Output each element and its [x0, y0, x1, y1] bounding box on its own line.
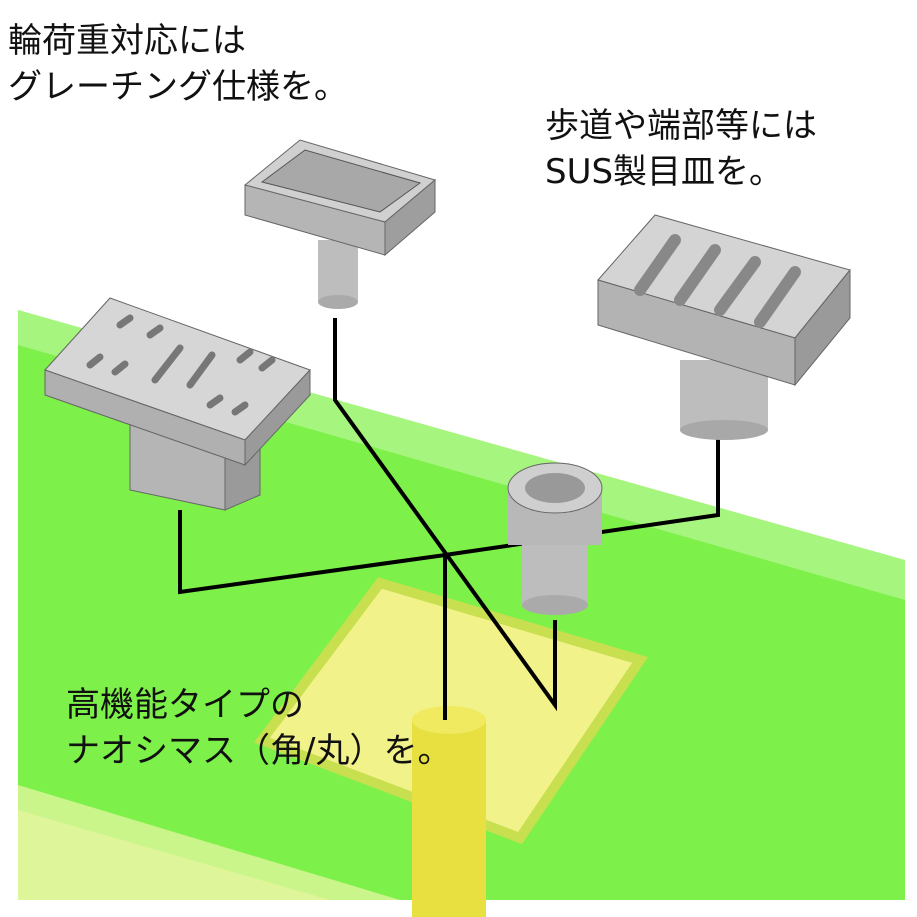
square-naoshimasu-part	[44, 297, 311, 511]
round-naoshimasu-part	[507, 462, 603, 615]
caption-grating-line2: グレーチング仕様を。	[8, 67, 348, 107]
caption-sus-line1: 歩道や端部等には	[545, 106, 817, 146]
caption-grating-line1: 輪荷重対応には	[8, 21, 246, 61]
grating-drain-part	[243, 139, 437, 309]
caption-sus-line2: SUS製目皿を。	[545, 152, 784, 192]
caption-naoshimasu-line2: ナオシマス（角/丸）を。	[66, 731, 452, 771]
sus-plate-part	[597, 214, 851, 440]
drain-pipe	[412, 720, 486, 917]
slab-bottom-band-2	[18, 810, 330, 900]
drain-pipe-top	[412, 706, 486, 734]
caption-naoshimasu-line1: 高機能タイプの	[66, 685, 304, 725]
caption-naoshimasu: 高機能タイプの ナオシマス（角/丸）を。	[66, 682, 451, 774]
leader-line-square	[178, 510, 447, 720]
caption-sus: 歩道や端部等には SUS製目皿を。	[545, 103, 817, 195]
leader-line-grating	[333, 318, 557, 712]
caption-grating: 輪荷重対応には グレーチング仕様を。	[8, 18, 348, 110]
